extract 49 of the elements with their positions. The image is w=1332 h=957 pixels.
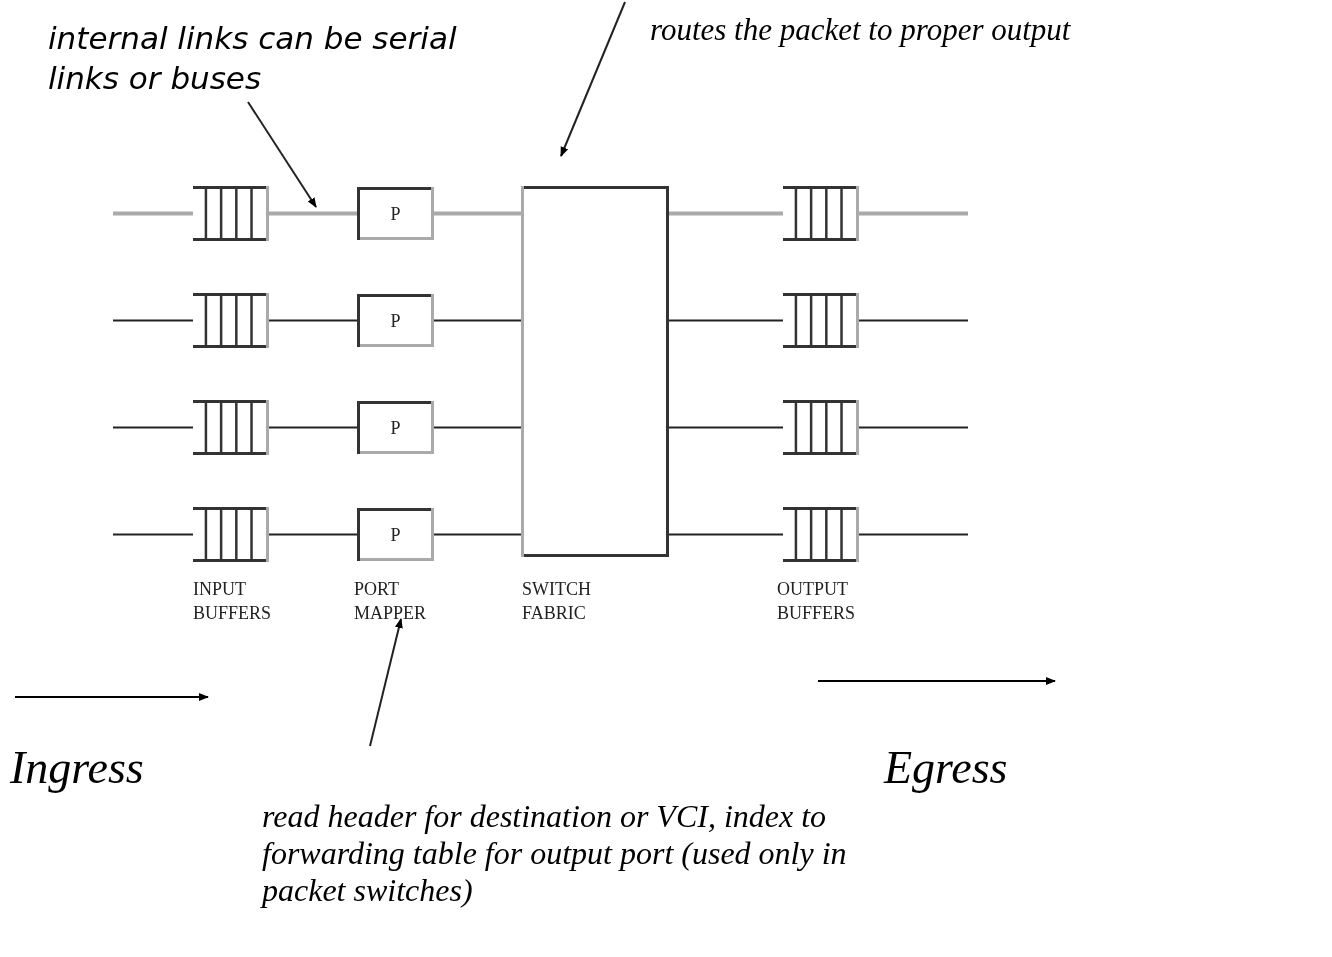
link-line bbox=[268, 319, 358, 322]
port-mapper-box bbox=[357, 294, 434, 347]
buffer-queue-icon bbox=[193, 507, 269, 562]
annotation-text: routes the packet to proper output bbox=[650, 12, 1330, 48]
buffer-queue-icon bbox=[783, 293, 859, 348]
buffer-queue-icon bbox=[783, 186, 859, 241]
link-line bbox=[858, 319, 969, 322]
port-mapper-box bbox=[357, 401, 434, 454]
link-line bbox=[668, 426, 784, 429]
buffer-queue-icon bbox=[193, 293, 269, 348]
direction-label: Ingress bbox=[10, 741, 145, 795]
link-line bbox=[112, 533, 194, 536]
buffer-queue-icon bbox=[193, 186, 269, 241]
link-line bbox=[433, 533, 522, 536]
part-label: PORT MAPPER bbox=[354, 577, 454, 625]
annotation-text: read header for destination or VCI, index to forwarding table for output port (used only in packet switches) bbox=[262, 798, 862, 909]
link-line bbox=[112, 426, 194, 429]
box-label: P bbox=[389, 202, 402, 226]
port-mapper-box bbox=[357, 508, 434, 561]
direction-label: Egress bbox=[884, 741, 1009, 795]
link-line bbox=[113, 211, 193, 216]
part-label: OUTPUT BUFFERS bbox=[777, 578, 857, 625]
box-label: P bbox=[389, 523, 402, 547]
leader-line bbox=[369, 618, 403, 747]
part-label: SWITCH FABRIC bbox=[522, 578, 592, 625]
box-label: P bbox=[389, 309, 402, 333]
leader-line bbox=[247, 101, 317, 208]
link-line bbox=[859, 211, 968, 216]
link-line bbox=[668, 319, 784, 322]
port-mapper-box bbox=[357, 187, 434, 240]
box-label: P bbox=[389, 416, 402, 440]
link-line bbox=[433, 319, 522, 322]
link-line bbox=[112, 319, 194, 322]
switch-fabric-box bbox=[521, 186, 669, 557]
annotation-text: internal links can be serial links or buses bbox=[48, 18, 488, 98]
link-line bbox=[268, 533, 358, 536]
part-label: INPUT BUFFERS bbox=[193, 578, 273, 625]
buffer-queue-icon bbox=[783, 507, 859, 562]
link-line bbox=[858, 533, 969, 536]
link-line bbox=[269, 211, 357, 216]
buffer-queue-icon bbox=[783, 400, 859, 455]
link-line bbox=[668, 533, 784, 536]
buffer-queue-icon bbox=[193, 400, 269, 455]
leader-line bbox=[560, 1, 626, 157]
link-line bbox=[669, 211, 783, 216]
link-line bbox=[433, 426, 522, 429]
link-line bbox=[858, 426, 969, 429]
link-line bbox=[434, 211, 521, 216]
link-line bbox=[268, 426, 358, 429]
